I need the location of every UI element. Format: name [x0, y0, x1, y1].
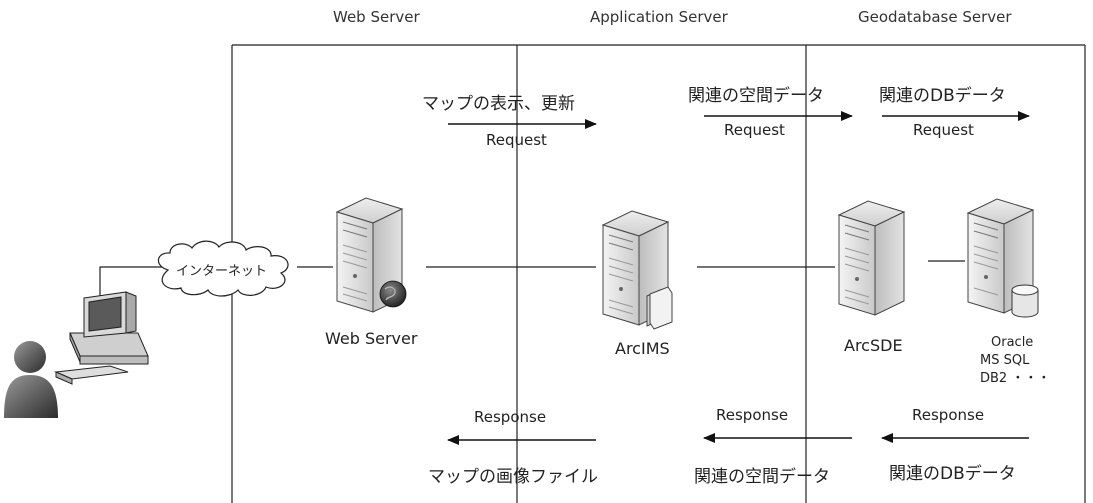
- internet-label: インターネット: [176, 264, 268, 279]
- request-2-description: 関連の空間データ: [688, 86, 824, 106]
- db-name-mssql: MS SQL: [980, 353, 1030, 368]
- internet-cloud-icon: [157, 240, 289, 297]
- arcims-server-icon: [601, 210, 670, 326]
- arcsde-label: ArcSDE: [844, 336, 903, 355]
- response-3-label: Response: [912, 406, 985, 424]
- request-1-label: Request: [486, 131, 547, 149]
- web-server-icon: [335, 197, 404, 313]
- arcims-label: ArcIMS: [615, 339, 670, 358]
- arcsde-server-icon: [837, 200, 906, 316]
- response-2-label: Response: [716, 406, 789, 424]
- column-title-application-server: Application Server: [590, 8, 728, 26]
- request-3-description: 関連のDBデータ: [879, 86, 1006, 106]
- request-1-description: マップの表示、更新: [422, 94, 575, 114]
- response-1-description: マップの画像ファイル: [428, 467, 598, 487]
- server-frame: [231, 44, 1086, 503]
- column-title-web-server: Web Server: [333, 8, 420, 26]
- response-2-description: 関連の空間データ: [694, 467, 830, 487]
- desktop-computer-icon: [54, 291, 149, 385]
- request-arrows: [448, 111, 1030, 129]
- database-cylinder-icon: [1011, 284, 1039, 318]
- request-3-label: Request: [913, 121, 974, 139]
- connection-lines: [99, 260, 965, 300]
- response-3-description: 関連のDBデータ: [889, 464, 1016, 484]
- web-server-label: Web Server: [325, 329, 418, 348]
- column-title-geodatabase-server: Geodatabase Server: [858, 8, 1012, 26]
- folder-icon: [646, 286, 673, 330]
- db-name-oracle: Oracle: [991, 335, 1034, 350]
- request-2-label: Request: [724, 121, 785, 139]
- globe-icon: [379, 280, 407, 308]
- user-icon: [4, 341, 58, 418]
- response-1-label: Response: [474, 408, 547, 426]
- db-name-db2: DB2 ・・・: [980, 371, 1051, 386]
- response-arrows: [447, 433, 1029, 445]
